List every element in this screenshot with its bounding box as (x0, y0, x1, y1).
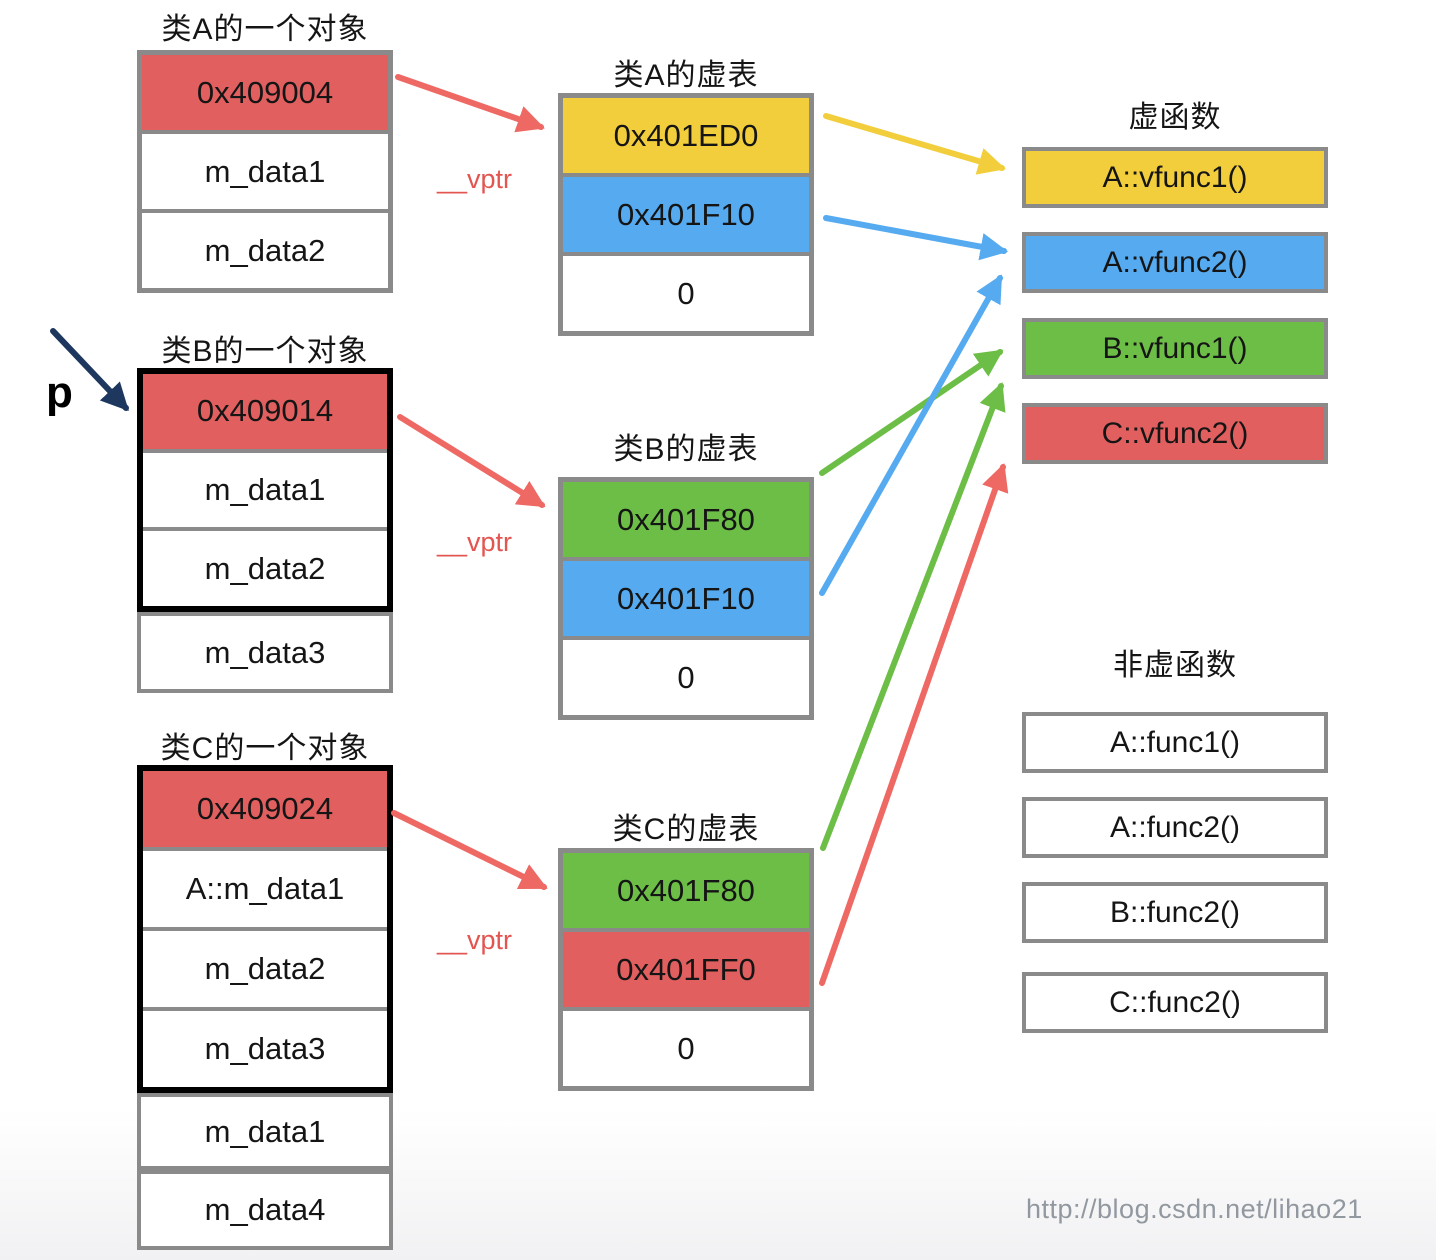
memory-cell: m_data2 (143, 927, 387, 1007)
arrow-vtable-b-slot2-to-a-vfunc2 (819, 274, 1003, 596)
virtual-function-b-vfunc1: B::vfunc1() (1022, 318, 1328, 379)
virtual-function-a-vfunc2: A::vfunc2() (1022, 232, 1328, 293)
arrow-vtable-b-slot1-to-b-vfunc1 (819, 349, 1004, 476)
arrow-vtable-a-slot2-to-a-vfunc2 (823, 215, 1009, 261)
arrow-vtable-a-slot1-to-a-vfunc1 (823, 113, 1006, 175)
memory-cell-vptr-c: 0x409024 (143, 771, 387, 847)
watermark-url: http://blog.csdn.net/lihao21 (1026, 1194, 1363, 1224)
vtable-slot: 0x401F10 (563, 557, 809, 636)
class-b-vtable: 0x401F80 0x401F10 0 (558, 477, 814, 720)
non-virtual-functions-title: 非虚函数 (1113, 649, 1237, 682)
vtable-slot: 0x401F10 (563, 173, 809, 252)
vtable-slot: 0 (563, 252, 809, 331)
virtual-function-c-vfunc2: C::vfunc2() (1022, 403, 1328, 464)
non-virtual-function-b-func2: B::func2() (1022, 882, 1328, 943)
class-a-vtable: 0x401ED0 0x401F10 0 (558, 93, 814, 336)
non-virtual-function-a-func2: A::func2() (1022, 797, 1328, 858)
memory-cell: m_data3 (137, 612, 393, 693)
vtable-slot: 0x401F80 (563, 853, 809, 928)
arrow-vptr-a-to-vtable-a (395, 74, 545, 133)
class-a-vtable-title: 类A的虚表 (613, 59, 759, 92)
vtable-slot: 0x401FF0 (563, 928, 809, 1007)
arrow-vtable-c-slot2-to-c-vfunc2 (819, 463, 1009, 986)
memory-cell-vptr-a: 0x409004 (142, 55, 388, 130)
class-a-object-table: 0x409004 m_data1 m_data2 (137, 50, 393, 293)
class-b-object-title: 类B的一个对象 (161, 335, 369, 368)
non-virtual-function-c-func2: C::func2() (1022, 972, 1328, 1033)
memory-cell: m_data1 (142, 130, 388, 209)
non-virtual-function-a-func1: A::func1() (1022, 712, 1328, 773)
class-b-vtable-title: 类B的虚表 (613, 433, 759, 466)
class-c-object-table: 0x409024 A::m_data1 m_data2 m_data3 (137, 765, 393, 1093)
vptr-label-b: __vptr (437, 527, 513, 557)
vtable-slot: 0x401F80 (563, 482, 809, 557)
memory-cell: A::m_data1 (143, 847, 387, 927)
memory-cell: m_data2 (142, 209, 388, 288)
memory-cell: m_data1 (143, 448, 387, 528)
arrow-vtable-c-slot1-to-b-vfunc1 (820, 382, 1006, 851)
memory-cell: m_data3 (143, 1007, 387, 1087)
virtual-functions-title: 虚函数 (1128, 101, 1222, 134)
class-a-object-title: 类A的一个对象 (161, 13, 369, 46)
vtable-slot: 0x401ED0 (563, 98, 809, 173)
class-b-object-table: 0x409014 m_data1 m_data2 (137, 368, 393, 612)
memory-cell: m_data2 (143, 527, 387, 607)
memory-cell: m_data1 (137, 1093, 393, 1170)
vptr-label-a: __vptr (437, 164, 513, 194)
memory-cell-vptr-b: 0x409014 (143, 374, 387, 449)
virtual-function-a-vfunc1: A::vfunc1() (1022, 147, 1328, 208)
class-c-object-title: 类C的一个对象 (160, 732, 370, 765)
arrow-vptr-c-to-vtable-c (391, 810, 548, 890)
pointer-p-label: p (46, 368, 73, 417)
arrow-vptr-b-to-vtable-b (397, 414, 546, 508)
class-c-vtable: 0x401F80 0x401FF0 0 (558, 848, 814, 1091)
class-c-vtable-title: 类C的虚表 (612, 813, 760, 846)
vptr-label-c: __vptr (437, 925, 513, 955)
memory-cell: m_data4 (137, 1170, 393, 1250)
vtable-slot: 0 (563, 636, 809, 715)
vtable-slot: 0 (563, 1007, 809, 1086)
